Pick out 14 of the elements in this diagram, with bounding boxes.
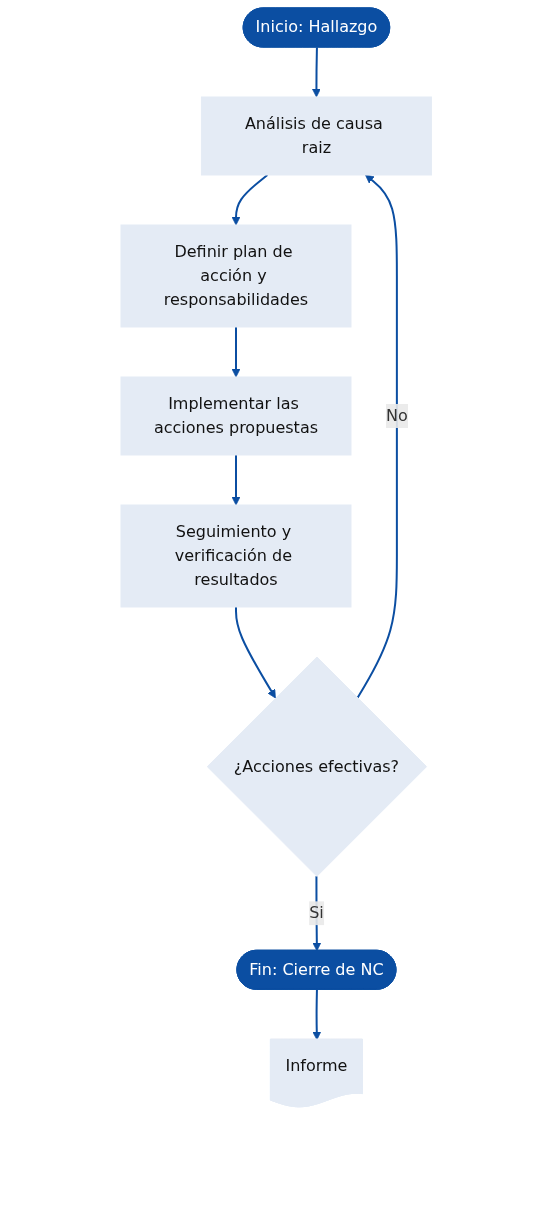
arrow (231, 454, 241, 506)
node-box: Definir plan de acción y responsabilidades (120, 224, 352, 328)
arrow (356, 174, 399, 699)
arrow (231, 174, 269, 226)
edge-label: No (386, 405, 409, 425)
node-box: Seguimiento y verificación de resultados (120, 504, 352, 608)
arrow (235, 606, 277, 699)
arrow (231, 326, 241, 378)
edge-label: Si (309, 903, 325, 923)
node-box: Análisis de causa raiz (201, 96, 433, 176)
arrow (312, 46, 322, 98)
node-diamond: ¿Acciones efectivas? (207, 656, 428, 877)
arrow (312, 988, 322, 1041)
node-box: Implementar las acciones propuestas (120, 376, 352, 456)
